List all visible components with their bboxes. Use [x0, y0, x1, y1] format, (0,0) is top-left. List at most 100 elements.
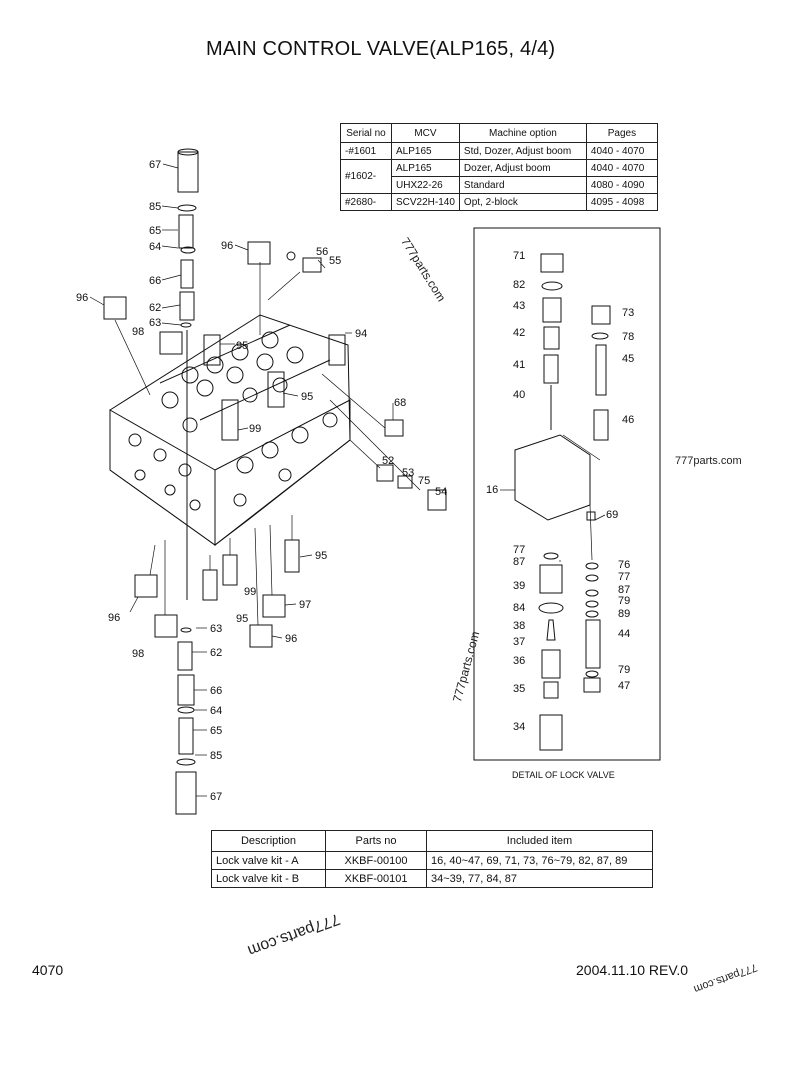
left-stack-lower — [175, 627, 197, 815]
table-row: #1602- ALP165 Dozer, Adjust boom 4040 - … — [340, 159, 658, 194]
table-row: #2680- SCV22H-140 Opt, 2-block 4095 - 40… — [340, 193, 658, 211]
table-row: -#1601 ALP165 Std, Dozer, Adjust boom 40… — [340, 142, 658, 160]
callout-label: 46 — [622, 414, 634, 426]
header-description: Description — [211, 830, 326, 852]
callout-label: 64 — [149, 241, 161, 253]
callout-label: 35 — [513, 683, 525, 695]
callout-label: 64 — [210, 705, 222, 717]
header-included-item: Included item — [426, 830, 653, 852]
callout-label: 36 — [513, 655, 525, 667]
pages-cell: 4095 - 4098 — [585, 193, 658, 211]
callout-label: 47 — [618, 680, 630, 692]
callout-label: 34 — [513, 721, 525, 733]
serial-cell: #1602- — [340, 159, 392, 194]
description-cell: Lock valve kit - A — [211, 851, 326, 870]
callout-label: 95 — [236, 613, 248, 625]
callout-label: 96 — [108, 612, 120, 624]
callout-label: 78 — [622, 331, 634, 343]
description-cell: Lock valve kit - B — [211, 869, 326, 888]
valve-cartridge — [203, 334, 346, 441]
callout-label: 87 — [618, 584, 630, 596]
parts-table-header: Description Parts no Included item — [211, 830, 653, 852]
callouts-left: 67 85 65 64 66 62 63 96 98 96 56 55 94 9… — [76, 159, 447, 803]
callout-label: 38 — [513, 620, 525, 632]
callout-label: 95 — [301, 391, 313, 403]
caps — [103, 241, 300, 648]
callout-label: 75 — [418, 475, 430, 487]
callout-label: 96 — [285, 633, 297, 645]
callout-label: 62 — [149, 302, 161, 314]
callout-label: 95 — [315, 550, 327, 562]
left-stack-upper — [177, 148, 199, 600]
callout-label: 45 — [622, 353, 634, 365]
callout-label: 42 — [513, 327, 525, 339]
page-title: MAIN CONTROL VALVE(ALP165, 4/4) — [206, 38, 556, 60]
callout-label: 85 — [149, 201, 161, 213]
callout-label: 97 — [299, 599, 311, 611]
callout-label: 87 — [513, 556, 525, 568]
callout-label: 52 — [382, 455, 394, 467]
callout-label: 77 — [513, 544, 525, 556]
callout-label: 16 — [486, 484, 498, 496]
callout-label: 66 — [210, 685, 222, 697]
callout-label: 79 — [618, 664, 630, 676]
callout-label: 44 — [618, 628, 630, 640]
callout-label: 39 — [513, 580, 525, 592]
callout-label: 68 — [394, 397, 406, 409]
callout-label: 65 — [149, 225, 161, 237]
callout-label: 94 — [355, 328, 367, 340]
callout-label: 99 — [244, 586, 256, 598]
date-revision: 2004.11.10 REV.0 — [576, 962, 689, 978]
callout-label: 69 — [606, 509, 618, 521]
serial-cell: #2680- — [340, 193, 392, 211]
callout-label: 73 — [622, 307, 634, 319]
callout-label: 95 — [236, 340, 248, 352]
callout-label: 66 — [149, 275, 161, 287]
callout-label: 54 — [435, 486, 447, 498]
callout-label: 37 — [513, 636, 525, 648]
leader-lines — [89, 163, 606, 797]
pages-cell: 4040 - 4070 — [585, 159, 658, 177]
callout-label: 82 — [513, 279, 525, 291]
parts-no-cell: XKBF-00101 — [325, 869, 427, 888]
callout-label: 89 — [618, 608, 630, 620]
lock-valve-detail-frame — [473, 227, 661, 761]
parts-no-cell: XKBF-00100 — [325, 851, 427, 870]
detail-caption: DETAIL OF LOCK VALVE — [512, 770, 615, 780]
callout-label: 98 — [132, 648, 144, 660]
callout-label: 67 — [149, 159, 161, 171]
callout-label: 79 — [618, 595, 630, 607]
callout-label: 77 — [618, 571, 630, 583]
callout-label: 98 — [132, 326, 144, 338]
callout-label: 62 — [210, 647, 222, 659]
header-parts-no: Parts no — [325, 830, 427, 852]
callout-label: 96 — [76, 292, 88, 304]
callout-label: 65 — [210, 725, 222, 737]
callout-label: 76 — [618, 559, 630, 571]
callout-label: 84 — [513, 602, 525, 614]
callout-label: 53 — [402, 467, 414, 479]
main-valve-block — [109, 314, 351, 547]
callout-label: 67 — [210, 791, 222, 803]
callouts-detail: 71 82 43 42 41 40 16 73 78 45 46 69 77 8… — [486, 250, 634, 733]
callout-label: 85 — [210, 750, 222, 762]
table-row: Lock valve kit - B XKBF-00101 34~39, 77,… — [211, 869, 653, 888]
mcv-cell: SCV22H-140 — [391, 193, 460, 211]
included-cell: 34~39, 77, 84, 87 — [426, 869, 653, 888]
callout-label: 56 — [316, 246, 328, 258]
table-row: Lock valve kit - A XKBF-00100 16, 40~47,… — [211, 851, 653, 870]
callout-label: 43 — [513, 300, 525, 312]
callout-label: 63 — [210, 623, 222, 635]
callout-label: 96 — [221, 240, 233, 252]
callout-label: 63 — [149, 317, 161, 329]
callout-label: 71 — [513, 250, 525, 262]
serial-table: Serial no MCV Machine option Pages -#160… — [340, 123, 658, 211]
watermark: 777parts.com — [675, 455, 742, 467]
parts-table: Description Parts no Included item Lock … — [211, 830, 653, 888]
page-number: 4070 — [32, 962, 64, 978]
callout-label: 40 — [513, 389, 525, 401]
included-cell: 16, 40~47, 69, 71, 73, 76~79, 82, 87, 89 — [426, 851, 653, 870]
callout-label: 99 — [249, 423, 261, 435]
callout-label: 55 — [329, 255, 341, 267]
